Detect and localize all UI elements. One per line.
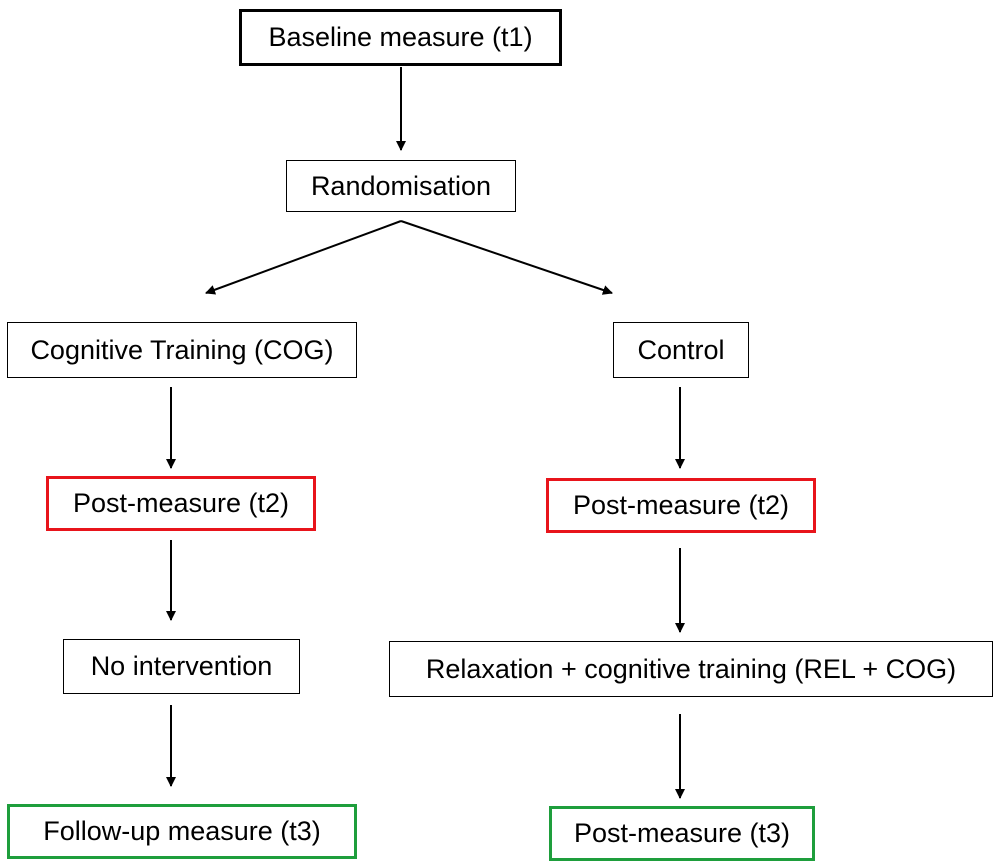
left-post-measure-t2-box: Post-measure (t2) bbox=[46, 476, 316, 531]
right-post-measure-t2-label: Post-measure (t2) bbox=[572, 490, 790, 520]
relaxation-cognitive-training-box: Relaxation + cognitive training (REL + C… bbox=[389, 641, 993, 697]
relaxation-cognitive-training-label: Relaxation + cognitive training (REL + C… bbox=[425, 653, 957, 684]
arrow-randomisation-to-control bbox=[400, 220, 613, 295]
baseline-measure-label: Baseline measure (t1) bbox=[268, 22, 533, 52]
control-label: Control bbox=[637, 334, 725, 365]
follow-up-measure-t3-label: Follow-up measure (t3) bbox=[43, 816, 321, 846]
post-measure-t3-box: Post-measure (t3) bbox=[549, 806, 815, 861]
no-intervention-box: No intervention bbox=[63, 639, 300, 694]
no-intervention-label: No intervention bbox=[90, 651, 273, 681]
left-post-measure-t2-label: Post-measure (t2) bbox=[72, 488, 290, 518]
baseline-measure-box: Baseline measure (t1) bbox=[239, 9, 562, 66]
cognitive-training-label: Cognitive Training (COG) bbox=[30, 334, 334, 365]
right-post-measure-t2-box: Post-measure (t2) bbox=[546, 478, 816, 533]
randomisation-label: Randomisation bbox=[310, 170, 492, 201]
randomisation-box: Randomisation bbox=[286, 160, 516, 212]
post-measure-t3-label: Post-measure (t3) bbox=[573, 818, 791, 848]
arrow-randomisation-to-cog bbox=[205, 220, 402, 295]
cognitive-training-box: Cognitive Training (COG) bbox=[7, 322, 357, 378]
follow-up-measure-t3-box: Follow-up measure (t3) bbox=[7, 804, 357, 859]
control-box: Control bbox=[613, 322, 749, 378]
